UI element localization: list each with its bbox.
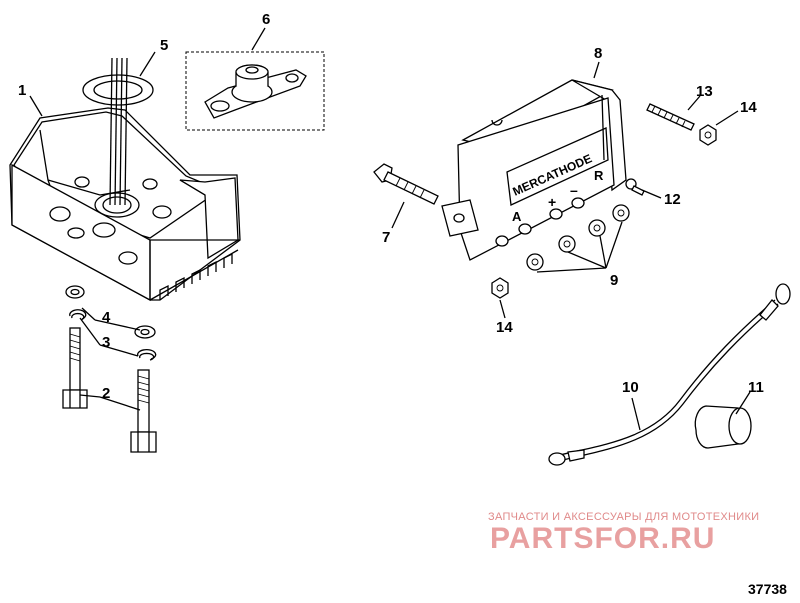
callout-11: 11 [748,379,764,396]
callout-1: 1 [18,82,26,99]
callout-12: 12 [664,191,681,208]
inset-detail-box [185,51,325,131]
terminal-a-label: A [512,209,522,224]
callout-10: 10 [622,379,639,396]
mercathode-module: MERCATHODE A + – R [441,79,627,261]
hex-nut-upper [699,124,717,146]
watermark: ЗАПЧАСТИ И АКСЕССУАРЫ ДЛЯ МОТОТЕХНИКИ PA… [488,511,759,555]
wire-leads [109,57,128,206]
lock-washer-right [137,348,157,361]
terminal-minus-label: – [570,182,578,198]
bolt-right [130,369,157,453]
callout-3: 3 [102,334,110,351]
hex-nut-lower [491,277,509,299]
callout-9: 9 [610,272,618,289]
washer-right [134,325,156,339]
watermark-tagline: ЗАПЧАСТИ И АКСЕССУАРЫ ДЛЯ МОТОТЕХНИКИ [488,511,759,523]
ground-cable [548,283,791,466]
callout-numbers: 1 2 3 4 5 6 7 8 9 10 11 12 13 14 14 [18,11,764,402]
callout-6: 6 [262,11,270,28]
mounting-bracket [9,107,241,302]
small-screw [625,178,645,196]
callout-7: 7 [382,229,390,246]
leader-lines [29,27,751,431]
washer-left [65,285,85,299]
terminal-cap [694,405,752,449]
long-bolt [373,163,439,205]
callout-2: 2 [102,385,110,402]
callout-13: 13 [696,83,713,100]
watermark-brand: PARTSFOR.RU [490,522,715,555]
callout-14-lower: 14 [496,319,513,336]
callout-8: 8 [594,45,602,62]
figure-number: 37738 [748,581,787,597]
callout-14-upper: 14 [740,99,757,116]
lock-washer-left [69,309,87,321]
callout-5: 5 [160,37,168,54]
threaded-stud [646,103,695,131]
bolt-left [62,327,88,409]
callout-4: 4 [102,309,111,326]
sealing-ring [82,74,154,106]
terminal-nuts [526,204,630,271]
terminal-r-label: R [594,168,604,183]
terminal-plus-label: + [548,194,556,210]
